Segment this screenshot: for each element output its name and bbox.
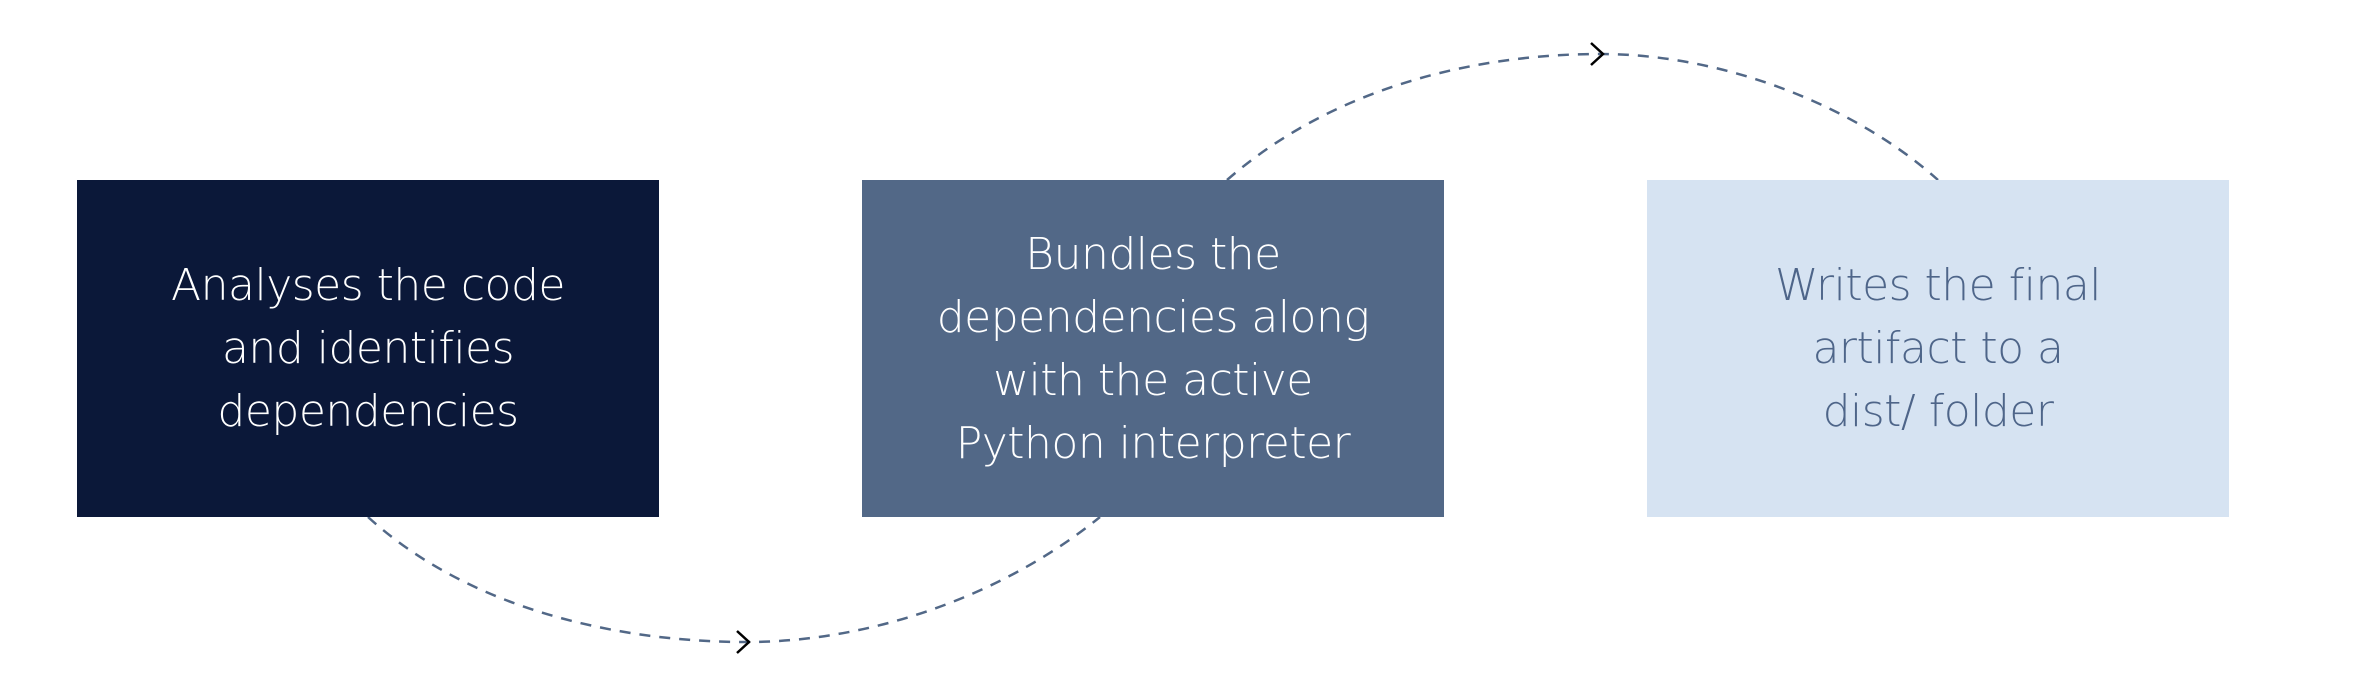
connector-bundle-to-write: [1226, 52, 1939, 181]
step-box-bundle: Bundles the dependencies along with the …: [862, 180, 1444, 517]
step-box-analyse: Analyses the code and identifies depende…: [77, 180, 659, 517]
chevron-right-icon: [1590, 42, 1605, 66]
chevron-right-icon: [736, 630, 751, 654]
step-label: Writes the final artifact to a dist/ fol…: [1774, 260, 2102, 437]
step-box-write: Writes the final artifact to a dist/ fol…: [1647, 180, 2229, 517]
step-label: Analyses the code and identifies depende…: [171, 260, 565, 437]
connector-analyse-to-bundle: [367, 516, 1101, 644]
step-label: Bundles the dependencies along with the …: [936, 228, 1370, 469]
